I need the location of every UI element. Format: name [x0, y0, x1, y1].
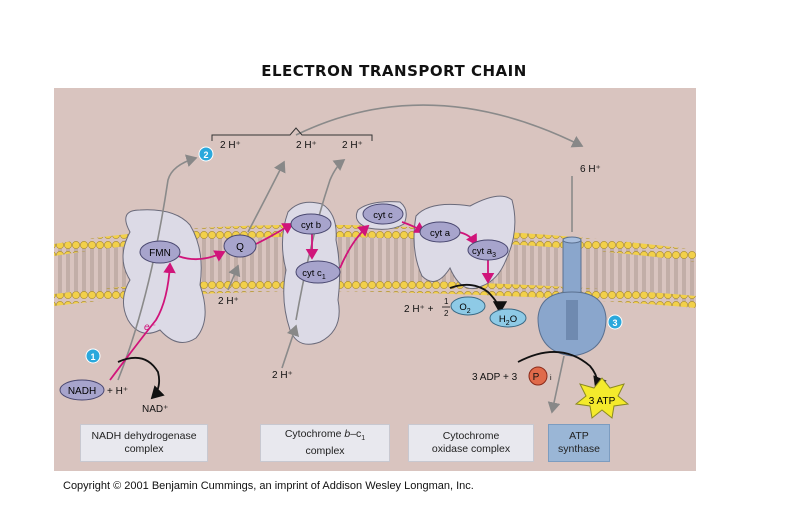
nadh-to-nad-arrow — [117, 356, 165, 400]
label-2h-top-2: 2 H⁺ — [296, 140, 317, 151]
svg-text:1: 1 — [90, 352, 95, 362]
svg-text:cyt b: cyt b — [301, 220, 321, 231]
carrier-cyt-b: cyt b — [290, 213, 332, 235]
atp-synthase-line2: synthase — [557, 443, 601, 455]
oxygen-to-water-arrow — [449, 283, 508, 314]
molecule-o2: O2 — [450, 296, 486, 316]
nadh-dh-line1: NADH dehydrogenase — [91, 430, 197, 442]
atp-synthase — [537, 236, 607, 357]
svg-text:cyt a: cyt a — [430, 228, 451, 239]
atp-star: 3 ATP — [574, 377, 630, 419]
atp-synthase-line1: ATP — [569, 430, 589, 442]
carrier-cyt-a: cyt a — [419, 221, 461, 243]
nadh-dehydrogenase-protein — [122, 209, 206, 343]
nadh-dehydrogenase-label: NADH dehydrogenase complex — [80, 424, 208, 462]
step-1-marker: 1 — [85, 348, 101, 364]
step-2-marker: 2 — [198, 146, 214, 162]
svg-text:cyt c: cyt c — [373, 210, 393, 221]
svg-text:2: 2 — [203, 150, 208, 160]
carrier-q: Q — [223, 234, 257, 258]
carrier-cyt-a3: cyt a3 — [467, 239, 509, 261]
step-3-marker: 3 — [607, 314, 623, 330]
svg-text:3: 3 — [612, 318, 617, 328]
svg-text:P: P — [533, 372, 540, 383]
label-oxygen-prefix: 2 H⁺ + — [404, 304, 434, 315]
cytochrome-oxidase-protein — [413, 195, 516, 290]
membrane — [54, 224, 696, 308]
cyt-ox-line2: oxidase complex — [431, 443, 511, 455]
label-2h-top-3: 2 H⁺ — [342, 140, 363, 151]
svg-text:cyt c1: cyt c1 — [302, 268, 326, 281]
carrier-cyt-c: cyt c — [362, 203, 404, 225]
cyt-ox-line1: Cytochrome — [442, 430, 500, 442]
cytochrome-oxidase-label: Cytochrome oxidase complex — [408, 424, 534, 462]
svg-text:Q: Q — [236, 242, 244, 253]
svg-text:cyt a3: cyt a3 — [472, 246, 496, 259]
label-2h-q: 2 H⁺ — [218, 296, 239, 307]
nadh-dh-line2: complex — [124, 443, 164, 455]
adp-to-atp-arrow — [517, 351, 607, 390]
cyt-bc1-line2: complex — [305, 445, 345, 458]
proton-arrows — [117, 104, 584, 414]
label-adp: 3 ADP + 3 — [472, 372, 518, 383]
phosphate-pi: P i — [528, 366, 552, 386]
molecule-h2o: H2O — [489, 308, 527, 328]
label-electron: e⁻ — [144, 322, 156, 333]
svg-text:i: i — [550, 375, 552, 382]
label-half-den: 2 — [444, 309, 449, 318]
label-6h: 6 H⁺ — [580, 164, 601, 175]
cytochrome-bc1-label: Cytochrome b–c1 complex — [260, 424, 390, 462]
diagram-title: ELECTRON TRANSPORT CHAIN — [261, 62, 527, 80]
carrier-nadh: NADH — [59, 379, 105, 401]
label-nad: NAD⁺ — [142, 404, 168, 415]
label-plus-h: + H⁺ — [107, 386, 128, 397]
copyright-notice: Copyright © 2001 Benjamin Cummings, an i… — [63, 480, 474, 492]
cyt-bc1-line1: Cytochrome b–c1 — [284, 427, 366, 443]
svg-text:O2: O2 — [459, 302, 470, 315]
proton-brace — [211, 127, 373, 141]
label-2h-c1: 2 H⁺ — [272, 370, 293, 381]
carrier-fmn: FMN — [139, 240, 181, 264]
label-half-num: 1 — [444, 297, 449, 306]
svg-text:FMN: FMN — [149, 248, 171, 259]
atp-synthase-label: ATP synthase — [548, 424, 610, 462]
carrier-cyt-c1: cyt c1 — [295, 260, 341, 284]
svg-text:H2O: H2O — [499, 314, 517, 327]
label-2h-top-1: 2 H⁺ — [220, 140, 241, 151]
svg-text:3 ATP: 3 ATP — [589, 396, 616, 407]
svg-text:NADH: NADH — [68, 386, 96, 397]
